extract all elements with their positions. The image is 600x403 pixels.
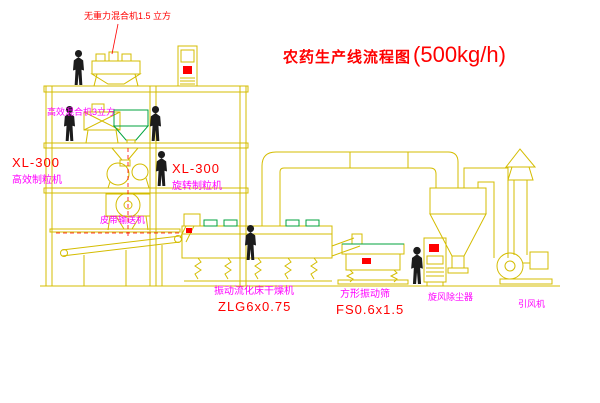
person-floor3 [155, 150, 168, 186]
label-second-mixer: 高效混合机3立方 [47, 107, 116, 117]
cyclone-outlet-duct [463, 167, 509, 258]
label-granulator-left-model: XL-300 [12, 155, 60, 170]
granulator-feed [106, 147, 150, 189]
label-granulator-mid-model: XL-300 [172, 161, 220, 176]
label-dryer-name: 振动流化床干燥机 [214, 286, 294, 297]
label-granulator-mid-name: 旋转制粒机 [172, 181, 222, 192]
person-ground [411, 246, 423, 284]
label-cyclone: 旋风除尘器 [428, 292, 474, 302]
indicator-light [429, 244, 439, 252]
exhaust-stack [504, 148, 537, 255]
person-dryer [244, 224, 257, 260]
label-sifter-name: 方形振动筛 [340, 289, 390, 300]
sifter-marker [362, 258, 371, 264]
exhaust-duct [261, 151, 459, 226]
top-mixer [90, 51, 142, 87]
dryer-marker [186, 228, 192, 233]
title-capacity: (500kg/h) [413, 42, 506, 67]
induced-draft-fan [496, 251, 553, 285]
person-roof [72, 49, 85, 85]
label-dryer-model: ZLG6x0.75 [218, 299, 292, 314]
cyclone-separator [429, 187, 487, 274]
drawing-title: 农药生产线流程图 (500kg/h) [283, 42, 506, 68]
control-cabinet-1 [177, 45, 198, 87]
label-sifter-model: FS0.6x1.5 [336, 302, 405, 317]
fan-motor [529, 251, 549, 270]
leader-line [111, 23, 119, 55]
label-top-mixer: 无重力混合机1.5 立方 [84, 11, 172, 21]
label-belt-conveyor: 皮带输送机 [100, 215, 146, 225]
control-cabinet-2 [423, 237, 447, 286]
indicator-light [183, 66, 192, 74]
granulator [105, 148, 151, 238]
label-fan: 引风机 [518, 299, 546, 309]
title-text: 农药生产线流程图 [283, 49, 412, 66]
label-granulator-left-name: 高效制粒机 [12, 175, 62, 186]
belt-conveyor [56, 232, 182, 286]
square-sifter [331, 233, 409, 285]
fluid-bed-dryer [179, 213, 333, 282]
cone-mixer [112, 109, 150, 144]
